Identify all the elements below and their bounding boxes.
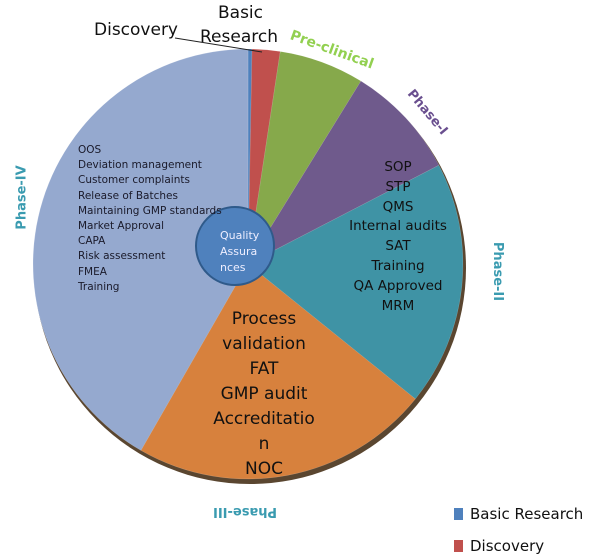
phase2-item: Training [371,257,425,274]
phase3-item: Accreditatio [213,409,315,429]
phase4-item: Customer complaints [78,174,190,187]
pie-slice-phase-iii [140,263,416,480]
basic-label-line2: Research [200,27,278,47]
basic-label-line1: Basic [218,3,264,23]
phase3-item: n [258,434,270,454]
quality-assurance-label: Quality Assura nces [202,228,266,276]
phase3-item: validation [222,334,306,354]
phase4-item: Market Approval [78,220,165,233]
phase4-items: OOS Deviation management Customer compla… [78,143,222,295]
discovery-leader-line [174,37,263,53]
phase2-item: QMS [382,198,414,215]
phase4-item: Training [78,280,120,293]
legend-swatch [454,508,463,520]
phase3-item: GMP audit [220,384,308,404]
phase4-item: FMEA [78,265,107,278]
phase3-item: NOC [245,459,283,479]
legend-label: Basic Research [470,505,584,523]
phase2-item: STP [385,178,411,195]
pie-slice-pre-clinical [247,51,362,265]
center-line: Assura [220,245,258,258]
phase3-item: Process [231,309,297,329]
phase2-item: SAT [385,238,411,255]
phase2-item: QA Approved [353,277,443,294]
phase3-item: FAT [249,359,279,379]
phase2-items: SOP STP QMS Internal audits SAT Training… [333,158,463,316]
phase2-label: Phase-II [490,241,506,302]
legend-item-discovery: Discovery [454,537,544,555]
pie-slice-phase-i [247,80,440,265]
legend-item-basic-research: Basic Research [454,505,583,523]
phase4-item: Risk assessment [78,250,166,263]
phase2-item: SOP [384,159,412,175]
phase3-label: Phase-III [213,504,278,519]
quality-assurance-circle [195,206,275,286]
pie-slice-phase-iv [32,48,249,451]
phase4-item: Maintaining GMP standards [78,204,222,217]
phase4-item: CAPA [78,235,106,248]
phase4-label: Phase-IV [14,165,30,230]
phase2-item: MRM [381,297,415,314]
center-line: Quality [220,229,260,242]
discovery-label: Discovery [94,20,178,40]
phase2-item: Internal audits [349,218,447,235]
phase4-item: Deviation management [78,159,202,172]
pie-slice-phase-ii [247,164,464,400]
phase3-items: Process validation FAT GMP audit Accredi… [194,307,334,482]
legend-swatch [454,540,463,552]
phase4-item: Release of Batches [78,189,178,202]
phase4-item: OOS [78,144,102,156]
legend-label: Discovery [470,537,545,555]
center-line: nces [220,261,246,274]
pie-slice-discovery [247,48,281,265]
